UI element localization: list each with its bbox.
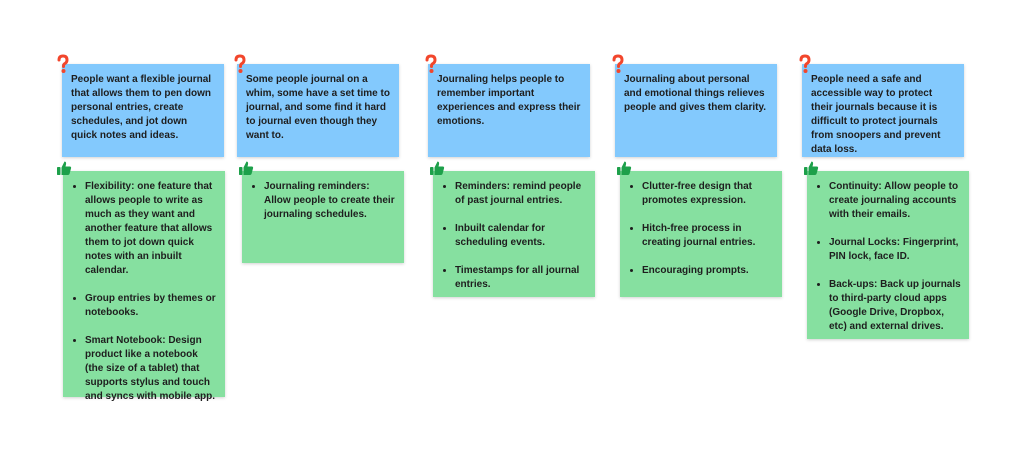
solution-list: Continuity: Allow people to create journ…: [813, 180, 961, 334]
solution-item: Back-ups: Back up journals to third-part…: [829, 278, 961, 334]
question-mark-icon: [56, 54, 70, 74]
solution-item: Continuity: Allow people to create journ…: [829, 180, 961, 222]
question-mark-icon: [798, 54, 812, 74]
solution-list: Journaling reminders: Allow people to cr…: [248, 180, 396, 222]
problem-sticky-note[interactable]: People need a safe and accessible way to…: [802, 64, 964, 157]
solution-item: Hitch-free process in creating journal e…: [642, 222, 774, 250]
solution-item: Inbuilt calendar for scheduling events.: [455, 222, 587, 250]
thumbs-up-icon: [429, 160, 445, 176]
problem-sticky-note[interactable]: Journaling helps people to remember impo…: [428, 64, 590, 157]
solution-list: Clutter-free design that promotes expres…: [626, 180, 774, 278]
solution-item: Flexibility: one feature that allows peo…: [85, 180, 217, 278]
solution-item: Journaling reminders: Allow people to cr…: [264, 180, 396, 222]
solution-item: Clutter-free design that promotes expres…: [642, 180, 774, 208]
solution-list: Flexibility: one feature that allows peo…: [69, 180, 217, 404]
problem-sticky-note[interactable]: Journaling about personal and emotional …: [615, 64, 777, 157]
problem-sticky-note[interactable]: Some people journal on a whim, some have…: [237, 64, 399, 157]
solution-sticky-note[interactable]: Journaling reminders: Allow people to cr…: [242, 171, 404, 263]
solution-sticky-note[interactable]: Continuity: Allow people to create journ…: [807, 171, 969, 339]
solution-item: Timestamps for all journal entries.: [455, 264, 587, 292]
question-mark-icon: [424, 54, 438, 74]
thumbs-up-icon: [238, 160, 254, 176]
problem-sticky-note[interactable]: People want a flexible journal that allo…: [62, 64, 224, 157]
thumbs-up-icon: [56, 160, 72, 176]
thumbs-up-icon: [803, 160, 819, 176]
solution-list: Reminders: remind people of past journal…: [439, 180, 587, 292]
solution-sticky-note[interactable]: Flexibility: one feature that allows peo…: [63, 171, 225, 402]
question-mark-icon: [233, 54, 247, 74]
solution-item: Smart Notebook: Design product like a no…: [85, 334, 217, 404]
solution-item: Group entries by themes or notebooks.: [85, 292, 217, 320]
solution-sticky-note[interactable]: Clutter-free design that promotes expres…: [620, 171, 782, 297]
solution-item: Reminders: remind people of past journal…: [455, 180, 587, 208]
solution-item: Journal Locks: Fingerprint, PIN lock, fa…: [829, 236, 961, 264]
solution-sticky-note[interactable]: Reminders: remind people of past journal…: [433, 171, 595, 297]
solution-item: Encouraging prompts.: [642, 264, 774, 278]
thumbs-up-icon: [616, 160, 632, 176]
question-mark-icon: [611, 54, 625, 74]
